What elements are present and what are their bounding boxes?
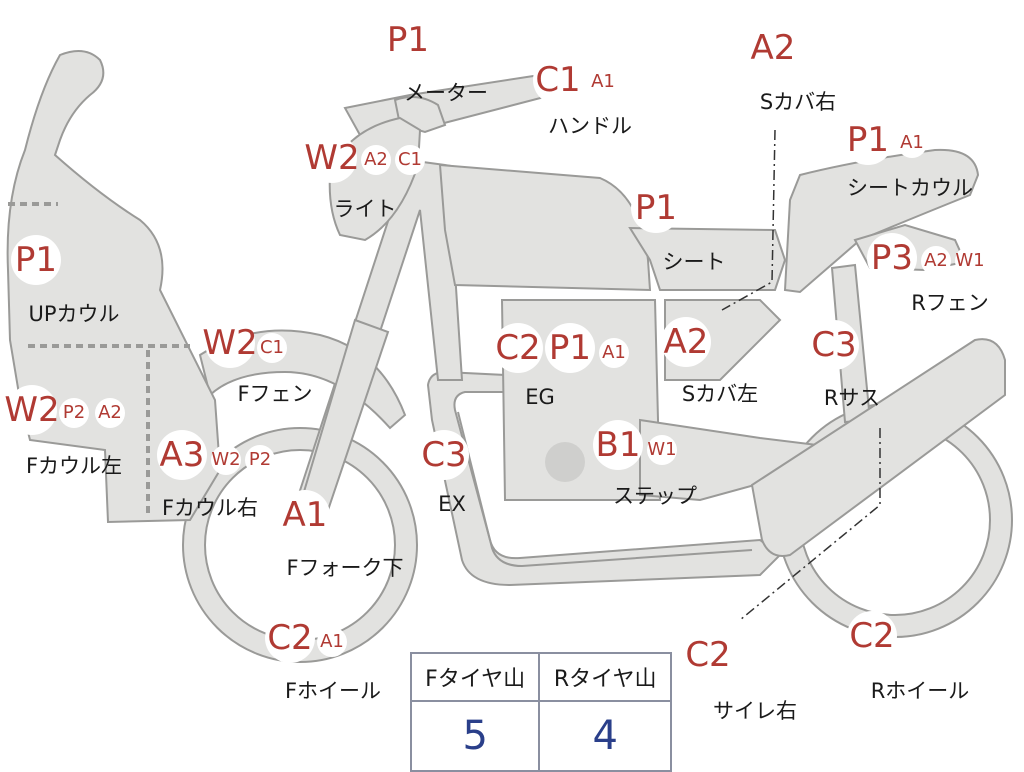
- code-badge: P2: [59, 398, 89, 428]
- part-name: Sカバ左: [681, 382, 759, 406]
- code-badge: A1: [897, 128, 927, 158]
- rear-tire-header: Rタイヤ山: [538, 652, 672, 702]
- code-badge: C1: [533, 55, 583, 105]
- part-name: ハンドル: [548, 114, 632, 138]
- front-wheel-shape: [182, 427, 418, 663]
- code-badge: C3: [419, 430, 469, 480]
- code-badge: A1: [317, 627, 347, 657]
- part-name: Rフェン: [911, 291, 989, 315]
- code-badge: A1: [280, 490, 330, 540]
- code-badge: W2: [304, 133, 360, 183]
- part-name: シートカウル: [847, 176, 973, 200]
- code-badge: W1: [955, 246, 985, 276]
- part-name: メーター: [404, 81, 488, 105]
- code-badge: W2: [4, 385, 60, 435]
- code-badge: W2: [202, 318, 258, 368]
- code-badge: A2: [748, 23, 798, 73]
- code-badge: P1: [545, 323, 595, 373]
- part-name: Rホイール: [870, 679, 970, 703]
- part-name: EG: [525, 385, 555, 409]
- muffler-right-leader: [739, 428, 881, 621]
- part-name: Fホイール: [284, 679, 382, 703]
- code-badge: W2: [211, 445, 241, 475]
- rear-tire-value: 4: [538, 700, 672, 772]
- code-badge: A1: [599, 338, 629, 368]
- part-name: シート: [662, 250, 726, 274]
- part-name: Fフェン: [237, 382, 313, 406]
- code-badge: A2: [661, 317, 711, 367]
- part-name: Sカバ右: [759, 90, 837, 114]
- seat-shape: [628, 226, 787, 291]
- code-badge: C2: [265, 613, 315, 663]
- code-badge: C3: [809, 320, 859, 370]
- code-badge: P1: [631, 183, 681, 233]
- code-badge: C1: [257, 333, 287, 363]
- part-name: Fフォーク下: [286, 556, 404, 580]
- code-badge: A2: [921, 246, 951, 276]
- code-badge: A1: [588, 67, 618, 97]
- part-name: EX: [438, 492, 466, 516]
- part-name: Fカウル左: [25, 454, 123, 478]
- part-name: Rサス: [823, 386, 881, 410]
- code-badge: A3: [157, 430, 207, 480]
- code-badge: C2: [683, 630, 733, 680]
- code-badge: A2: [361, 145, 391, 175]
- part-name: ステップ: [613, 484, 697, 508]
- tire-tread-table: Fタイヤ山 Rタイヤ山 5 4: [409, 652, 672, 772]
- front-tire-value: 5: [409, 700, 541, 772]
- code-badge: C2: [493, 323, 543, 373]
- code-badge: C1: [395, 145, 425, 175]
- tank-shape: [438, 163, 652, 292]
- front-tire-header: Fタイヤ山: [409, 652, 541, 702]
- code-badge: P3: [867, 233, 917, 283]
- part-name: UPカウル: [28, 302, 120, 326]
- part-name: ライト: [333, 197, 397, 221]
- code-badge: W1: [647, 435, 677, 465]
- code-badge: B1: [593, 420, 643, 470]
- code-badge: P2: [245, 445, 275, 475]
- code-badge: P1: [383, 15, 433, 65]
- muffler-shape: [750, 338, 1006, 557]
- code-badge: C2: [847, 611, 897, 661]
- code-badge: P1: [11, 235, 61, 285]
- code-badge: A2: [95, 398, 125, 428]
- code-badge: P1: [843, 115, 893, 165]
- part-name: Fカウル右: [161, 496, 259, 520]
- part-name: サイレ右: [713, 699, 797, 723]
